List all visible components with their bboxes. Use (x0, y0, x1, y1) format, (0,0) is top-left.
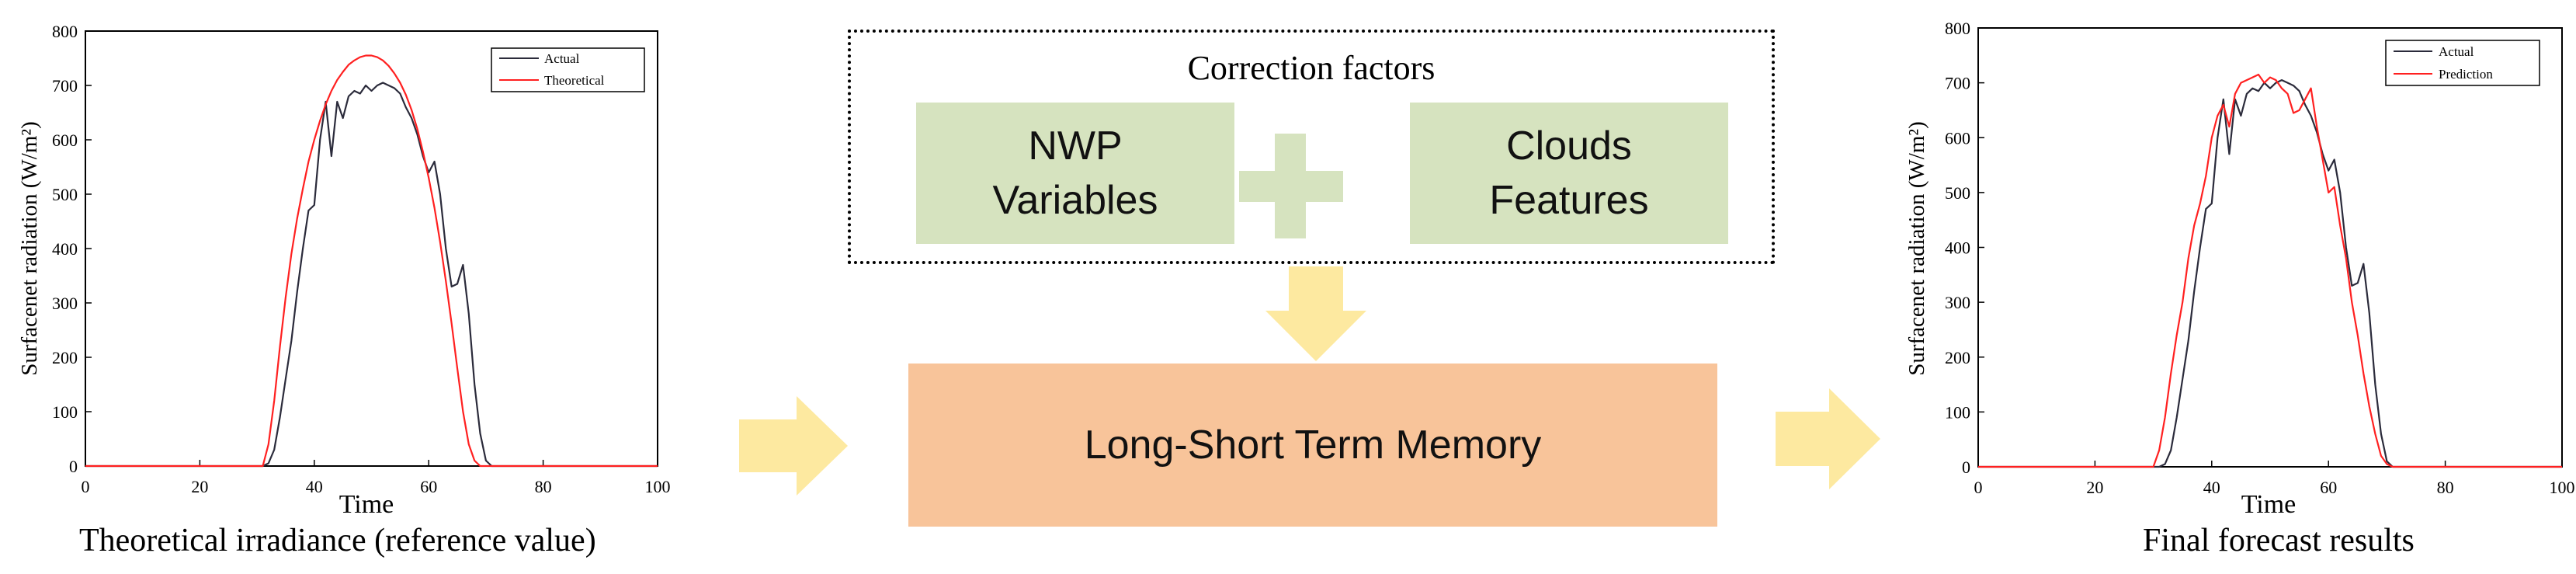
arrow-correction-to-lstm (1265, 266, 1366, 361)
right-chart-caption: Final forecast results (2143, 523, 2415, 558)
series-lines (1978, 73, 2562, 468)
x-tick-label: 40 (2203, 478, 2220, 497)
arrow-left-to-lstm (739, 396, 848, 496)
y-tick-label: 300 (52, 294, 78, 313)
plot-frame (1977, 27, 2563, 468)
x-tick-label: 80 (2437, 478, 2454, 497)
arrow-lstm-to-result (1776, 388, 1880, 489)
series-line-actual (85, 82, 658, 468)
series-lines (85, 54, 658, 468)
y-tick-label: 600 (1945, 128, 1970, 148)
x-axis-label: Time (339, 490, 394, 519)
y-tick-label: 800 (52, 22, 78, 41)
legend-label-actual: Actual (2439, 44, 2474, 59)
y-tick-label: 400 (1945, 238, 1970, 258)
clouds-features-line1: Clouds (1506, 123, 1632, 169)
axis-ticks: 0 20 40 60 80 100 0 100 200 300 400 500 600 700 800 (1945, 19, 2575, 497)
x-tick-label: 60 (420, 477, 437, 496)
final-forecast-chart: 0 20 40 60 80 100 0 100 200 300 400 500 600 700 800 Ac… (1904, 19, 2575, 519)
y-tick-label: 0 (69, 457, 78, 476)
left-chart-caption: Theoretical irradiance (reference value) (79, 523, 596, 558)
nwp-variables-box: NWP Variables (916, 103, 1234, 244)
y-tick-label: 700 (1945, 74, 1970, 93)
axis-ticks: 0 20 40 60 80 100 0 100 200 300 400 500 600 700 800 (52, 22, 671, 496)
y-tick-label: 500 (52, 185, 78, 204)
y-tick-label: 200 (1945, 348, 1970, 367)
x-tick-label: 20 (2086, 478, 2103, 497)
y-tick-label: 100 (52, 402, 78, 422)
y-tick-label: 100 (1945, 402, 1970, 422)
y-tick-label: 0 (1962, 457, 1970, 477)
x-tick-label: 20 (191, 477, 208, 496)
x-tick-label: 60 (2320, 478, 2337, 497)
legend-label-theoretical: Theoretical (544, 73, 605, 88)
correction-factors-title: Correction factors (1187, 49, 1436, 87)
clouds-features-line2: Features (1489, 178, 1649, 223)
y-tick-label: 800 (1945, 19, 1970, 38)
series-line-actual (1978, 79, 2562, 468)
x-tick-label: 40 (306, 477, 323, 496)
y-tick-label: 700 (52, 76, 78, 96)
legend: Actual Theoretical (491, 47, 645, 92)
series-line-theoretical (85, 54, 658, 468)
legend: Actual Prediction (2385, 40, 2540, 86)
x-axis-label: Time (2241, 490, 2297, 519)
legend-label-prediction: Prediction (2439, 67, 2493, 82)
legend-box (491, 47, 645, 92)
y-tick-label: 400 (52, 239, 78, 259)
series-line-prediction (1978, 73, 2562, 468)
legend-label-actual: Actual (544, 51, 580, 66)
y-tick-label: 600 (52, 130, 78, 150)
x-tick-label: 100 (2550, 478, 2575, 497)
x-tick-label: 0 (82, 477, 90, 496)
y-axis-label: Surfacenet radiation (W/m²) (1904, 121, 1929, 376)
clouds-features-box: Clouds Features (1410, 103, 1728, 244)
x-tick-label: 0 (1974, 478, 1983, 497)
y-tick-label: 200 (52, 348, 78, 367)
x-tick-label: 80 (535, 477, 552, 496)
plot-frame (85, 30, 658, 467)
lstm-label: Long-Short Term Memory (1084, 423, 1542, 468)
y-tick-label: 300 (1945, 293, 1970, 312)
correction-factors-box: Correction factors NWP Variables Clouds … (848, 30, 1775, 264)
theoretical-irradiance-chart: 0 20 40 60 80 100 0 100 200 300 400 500 600 700 800 Ac… (17, 22, 671, 519)
lstm-box: Long-Short Term Memory (908, 364, 1717, 527)
legend-box (2385, 40, 2540, 86)
y-axis-label: Surfacenet radiation (W/m²) (17, 121, 42, 376)
y-tick-label: 500 (1945, 183, 1970, 203)
nwp-variables-line1: NWP (1028, 123, 1123, 169)
nwp-variables-line2: Variables (992, 178, 1158, 223)
x-tick-label: 100 (645, 477, 671, 496)
plus-icon-bar (1239, 171, 1343, 202)
